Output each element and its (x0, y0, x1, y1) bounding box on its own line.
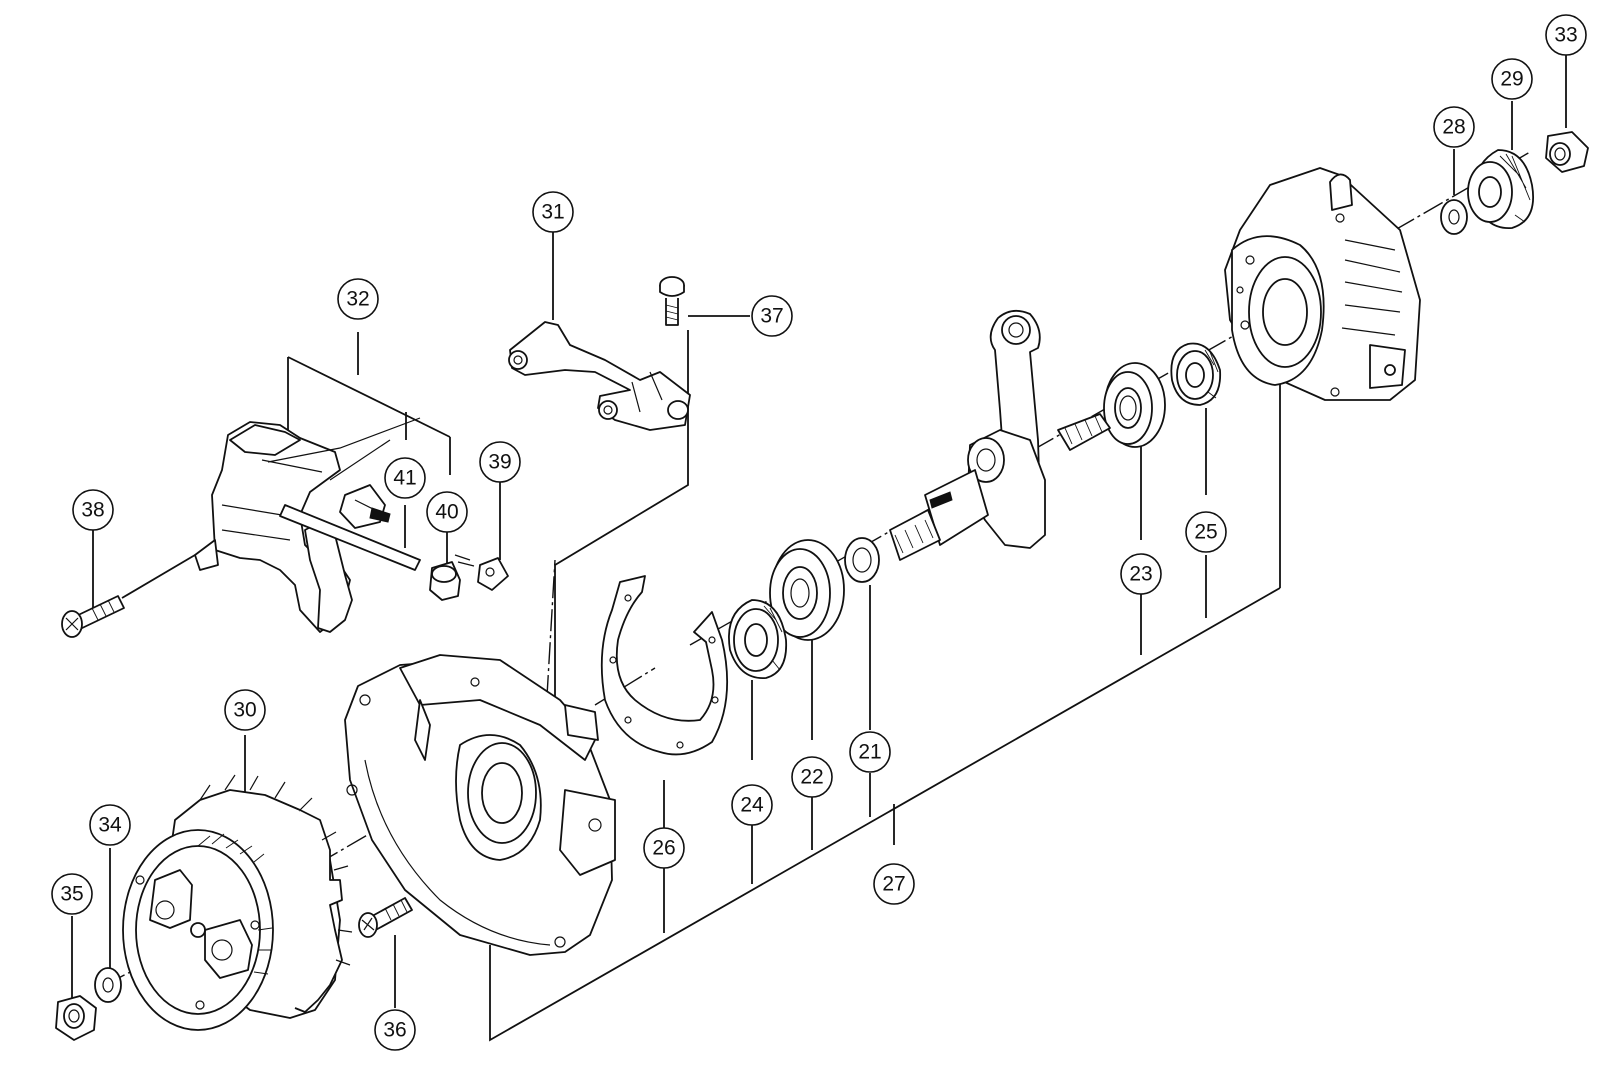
callout-41: 41 (384, 457, 426, 499)
callout-26-label: 26 (652, 837, 675, 860)
callout-28: 28 (1433, 106, 1475, 148)
crankshaft-assembly (889, 309, 1111, 561)
callout-21-label: 21 (858, 741, 881, 764)
callout-38: 38 (72, 489, 114, 531)
callout-33: 33 (1545, 14, 1587, 56)
callout-25-label: 25 (1194, 521, 1217, 544)
part-33-nut (1545, 131, 1589, 173)
callout-34: 34 (89, 804, 131, 846)
callout-32-label: 32 (346, 288, 369, 311)
callout-30-label: 30 (233, 699, 256, 722)
callout-36-label: 36 (383, 1019, 406, 1042)
callout-22-label: 22 (800, 766, 823, 789)
callout-31: 31 (532, 191, 574, 233)
callout-35-label: 35 (60, 883, 83, 906)
callout-bubbles: 33 29 28 31 37 32 41 39 (51, 14, 1587, 1051)
part-29-pulley (1467, 149, 1534, 229)
callout-21: 21 (849, 731, 891, 773)
part-21-washer (844, 537, 880, 583)
part-31-bracket (508, 321, 691, 431)
part-37-bolt (659, 276, 685, 326)
part-24-oil-seal (728, 599, 788, 679)
callout-29-label: 29 (1500, 68, 1523, 91)
callout-30: 30 (224, 689, 266, 731)
callout-32: 32 (337, 278, 379, 320)
part-35-nut (55, 995, 97, 1041)
callout-23-label: 23 (1129, 563, 1152, 586)
callout-40-label: 40 (435, 501, 458, 524)
callout-38-label: 38 (81, 499, 104, 522)
callout-22: 22 (791, 756, 833, 798)
callout-36: 36 (374, 1009, 416, 1051)
part-32-cover-assembly (194, 417, 421, 633)
part-26-gasket (600, 575, 729, 756)
part-39-plug (454, 554, 509, 591)
callout-29: 29 (1491, 58, 1533, 100)
callout-28-label: 28 (1442, 116, 1465, 139)
callout-27-label: 27 (882, 873, 905, 896)
crankcase-right-half (1224, 167, 1421, 401)
part-28-washer (1440, 199, 1468, 235)
part-40-cap (429, 561, 461, 601)
part-25-oil-seal (1170, 342, 1222, 406)
callout-27: 27 (873, 863, 915, 905)
callout-39: 39 (479, 441, 521, 483)
callout-23: 23 (1120, 553, 1162, 595)
crankcase-left-half (344, 654, 616, 956)
callout-37-label: 37 (760, 305, 783, 328)
callout-34-label: 34 (98, 814, 122, 837)
callout-39-label: 39 (488, 451, 511, 474)
callout-33-label: 33 (1554, 24, 1577, 47)
part-30-flywheel (122, 774, 353, 1031)
leader-lines (71, 55, 1567, 1042)
part-36-bolt (358, 897, 413, 938)
callout-40: 40 (426, 491, 468, 533)
part-23-ball-bearing (1103, 362, 1166, 448)
callout-24: 24 (731, 784, 773, 826)
callout-26: 26 (643, 827, 685, 869)
part-22-ball-bearing (769, 539, 845, 641)
callout-35: 35 (51, 873, 93, 915)
callout-25: 25 (1185, 511, 1227, 553)
callout-37: 37 (751, 295, 793, 337)
callout-24-label: 24 (740, 794, 764, 817)
part-34-washer (94, 967, 122, 1003)
callout-31-label: 31 (541, 201, 564, 224)
part-38-bolt (61, 595, 125, 638)
callout-41-label: 41 (393, 467, 416, 490)
